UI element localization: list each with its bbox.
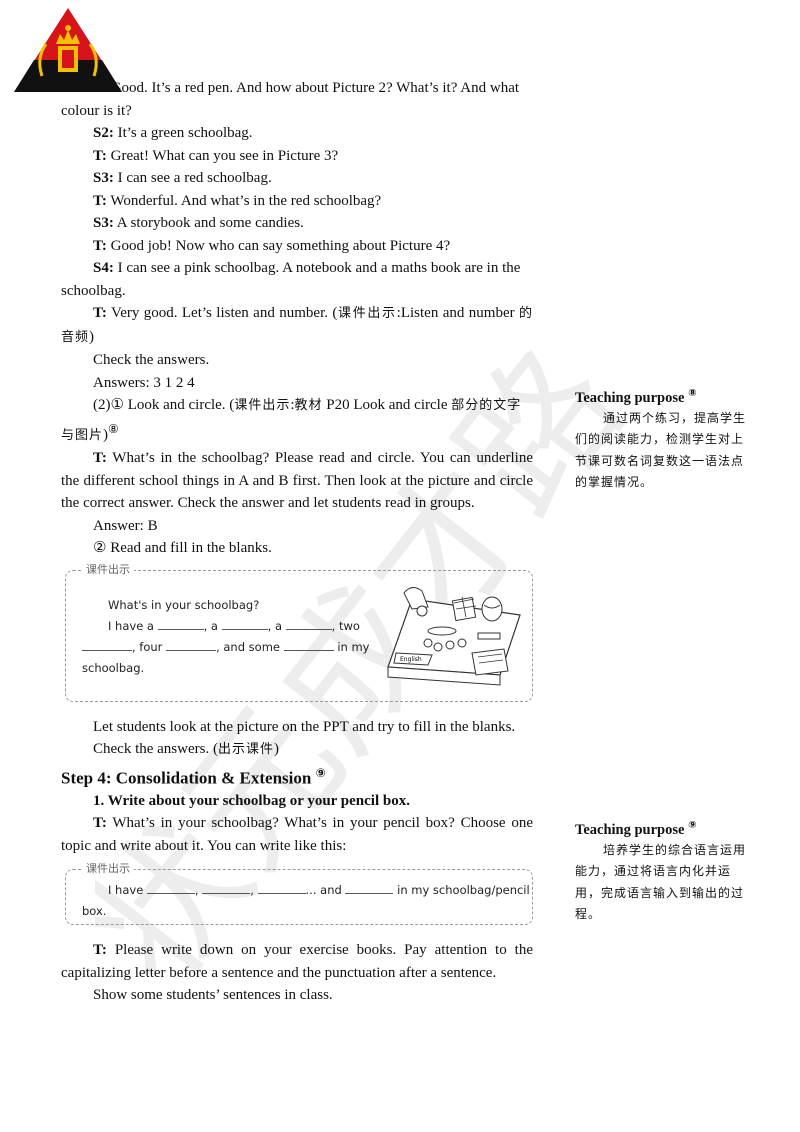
main-column: T: Good. It’s a red pen. And how about P… bbox=[61, 77, 533, 1007]
write-down-instruction: T: Please write down on your exercise bo… bbox=[61, 942, 533, 981]
blank bbox=[257, 881, 306, 895]
dialogue-line: T: Good job! Now who can say something a… bbox=[93, 237, 451, 254]
courseware-tag: 课件出示 bbox=[82, 861, 134, 878]
look-circle-instruction: (2)① Look and circle. (课件出示:教材 P20 Look … bbox=[61, 397, 522, 443]
note-marker: ⑧ bbox=[108, 421, 119, 436]
crown-emblem-icon bbox=[14, 8, 122, 92]
dialogue-line: S3: I can see a red schoolbag. bbox=[93, 170, 272, 186]
teacher-instruction: T: What’s in the schoolbag? Please read … bbox=[61, 450, 533, 511]
answer-b: Answer: B bbox=[93, 517, 158, 534]
blank bbox=[166, 638, 217, 651]
fill-blank-text: What's in your schoolbag? I have a , a ,… bbox=[82, 597, 370, 675]
blank bbox=[345, 881, 394, 895]
teaching-purpose-note: Teaching purpose ⑧ 通过两个练习，提高学生们的阅读能力，检测学… bbox=[575, 388, 747, 490]
read-fill-instruction: ② Read and fill in the blanks. bbox=[93, 540, 272, 556]
schoolbag-contents-icon: English bbox=[387, 586, 521, 686]
blank bbox=[285, 617, 332, 630]
teaching-purpose-note: Teaching purpose ⑨ 培养学生的综合语言运用能力，通过将语言内化… bbox=[575, 820, 747, 922]
blank bbox=[221, 617, 268, 630]
dialogue-line: T: Good. It’s a red pen. And how about P… bbox=[61, 80, 520, 119]
check-answers: Check the answers. bbox=[93, 352, 210, 368]
blank bbox=[146, 881, 195, 895]
write-template-text: I have , , ... and in my schoolbag/penci… bbox=[82, 881, 530, 919]
dialogue-line: S2: It’s a green schoolbag. bbox=[93, 125, 253, 141]
show-sentences: Show some students’ sentences in class. bbox=[93, 987, 333, 1004]
write-instruction: T: What’s in your schoolbag? What’s in y… bbox=[61, 815, 533, 854]
dialogue-line: S4: I can see a pink schoolbag. A notebo… bbox=[61, 260, 521, 299]
courseware-box: 课件出示 I have , , ... and in my schoolbag/… bbox=[65, 861, 533, 926]
dialogue-line: T: Great! What can you see in Picture 3? bbox=[93, 147, 339, 164]
blank bbox=[283, 638, 334, 651]
let-students: Let students look at the picture on the … bbox=[93, 718, 516, 735]
dialogue-line: T: Wonderful. And what’s in the red scho… bbox=[93, 192, 382, 209]
answers: Answers: 3 1 2 4 bbox=[93, 374, 195, 391]
check-answers-2: Check the answers. (出示课件) bbox=[93, 741, 279, 757]
blank bbox=[202, 881, 251, 895]
write-title: 1. Write about your schoolbag or your pe… bbox=[93, 792, 410, 809]
blank bbox=[82, 638, 132, 651]
listen-instruction: T: Very good. Let’s listen and number. (… bbox=[61, 305, 534, 345]
blank bbox=[157, 617, 204, 630]
courseware-box: 课件出示 What's in your schoolbag? I have a … bbox=[65, 561, 533, 702]
step-heading: Step 4: Consolidation & Extension ⑨ bbox=[61, 765, 326, 788]
dialogue-line: S3: A storybook and some candies. bbox=[93, 215, 304, 231]
note-marker: ⑨ bbox=[315, 765, 326, 780]
courseware-tag: 课件出示 bbox=[82, 561, 134, 578]
svg-text:English: English bbox=[400, 656, 422, 663]
